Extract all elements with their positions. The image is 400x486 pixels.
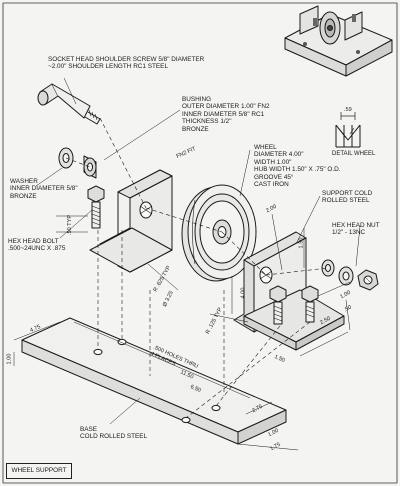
bushing (83, 155, 97, 179)
shoulder-screw (37, 83, 101, 125)
drawing-title: WHEEL SUPPORT (6, 463, 72, 479)
label-washer: WASHER INNER DIAMETER 5/8" BRONZE (10, 178, 78, 200)
dim-50-typ: .50 TYP (67, 214, 74, 236)
assembled-view-sketch (284, 5, 393, 77)
label-hex-nut: HEX HEAD NUT 1/2" - 13NC (332, 222, 380, 237)
left-hex-bolt (87, 185, 105, 229)
dim-400: 4.00 (240, 287, 247, 299)
left-bracket (89, 169, 173, 273)
dim-59: .59 (344, 107, 352, 113)
label-detail-wheel: DETAIL WHEEL (332, 151, 376, 157)
assembly-center-lines (65, 117, 329, 419)
label-hex-bolt: HEX HEAD BOLT .500~24UNC X .875 (8, 238, 66, 253)
dim-150: 1.50 (298, 237, 305, 249)
hex-nut-stack (321, 259, 379, 291)
right-hex-bolt-a (269, 285, 287, 325)
label-bushing: BUSHING OUTER DIAMETER 1.00" FN2 INNER D… (182, 96, 270, 133)
label-wheel: WHEEL DIAMETER 4.00" WIDTH 1.00" HUB WID… (254, 144, 341, 189)
right-hex-bolt-b (301, 285, 319, 323)
dimension-lines (13, 77, 361, 451)
label-shoulder-screw: SOCKET HEAD SHOULDER SCREW 5/8" DIAMETER… (48, 56, 205, 71)
detail-wheel-section (335, 112, 361, 148)
label-support: SUPPORT COLD ROLLED STEEL (322, 190, 373, 205)
label-base: BASE COLD ROLLED STEEL (80, 426, 148, 441)
right-bracket (233, 231, 345, 351)
dim-100b: 1.00 (6, 353, 13, 365)
base-plate (21, 317, 287, 445)
